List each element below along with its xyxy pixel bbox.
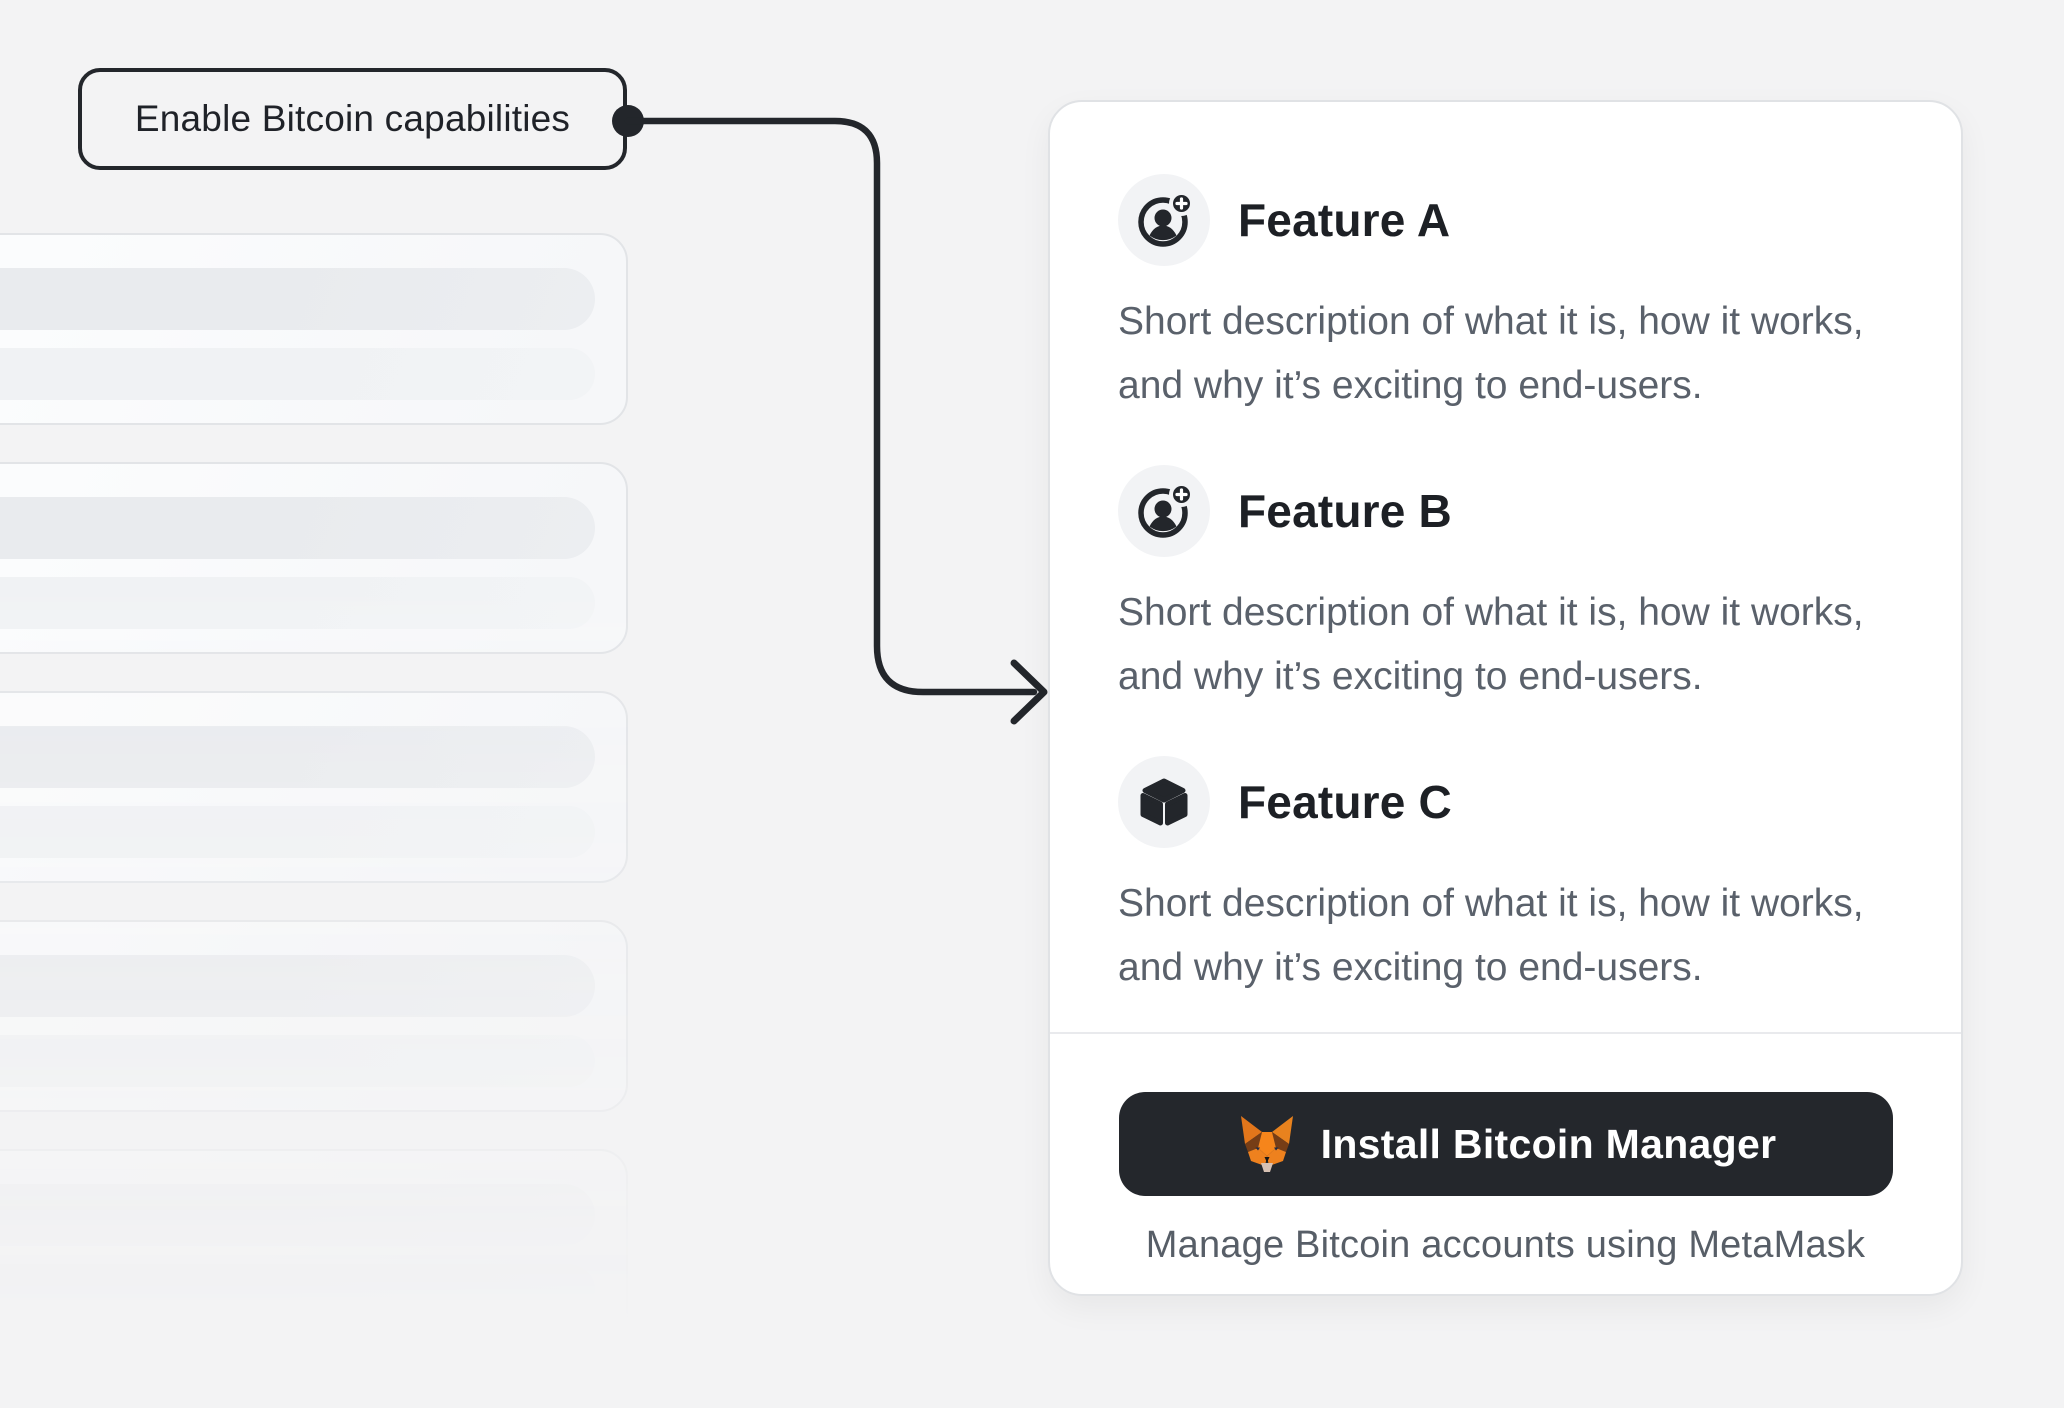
feature-title: Feature C (1238, 776, 1452, 828)
skeleton-line (0, 1264, 595, 1316)
feature-title: Feature B (1238, 485, 1452, 537)
cube-icon (1140, 778, 1188, 826)
skeleton-card (0, 462, 628, 654)
feature-card: Feature A Short description of what it i… (1048, 100, 1963, 1296)
skeleton-line (0, 1184, 595, 1246)
skeleton-card (0, 233, 628, 425)
skeleton-card (0, 920, 628, 1112)
feature-icon-badge (1118, 174, 1210, 266)
metamask-fox-icon (1240, 1116, 1293, 1172)
account-add-icon (1138, 482, 1193, 538)
footer-divider (1050, 1032, 1961, 1034)
feature-block-b: Feature B Short description of what it i… (1118, 465, 1893, 709)
feature-icon-badge (1118, 756, 1210, 848)
feature-icon-badge (1118, 465, 1210, 557)
feature-head: Feature A (1118, 174, 1893, 266)
feature-block-c: Feature C Short description of what it i… (1118, 756, 1893, 1000)
install-caption: Manage Bitcoin accounts using MetaMask (1145, 1224, 1866, 1266)
feature-block-a: Feature A Short description of what it i… (1118, 174, 1893, 418)
feature-description: Short description of what it is, how it … (1118, 300, 1864, 407)
feature-title: Feature A (1238, 194, 1451, 246)
skeleton-line (0, 268, 595, 330)
feature-head: Feature C (1118, 756, 1893, 848)
skeleton-line (0, 726, 595, 788)
install-bitcoin-manager-button[interactable]: Install Bitcoin Manager (1118, 1092, 1893, 1196)
feature-head: Feature B (1118, 465, 1893, 557)
feature-list: Feature A Short description of what it i… (1118, 174, 1893, 1047)
skeleton-line (0, 348, 595, 400)
skeleton-line (0, 1035, 595, 1087)
feature-description: Short description of what it is, how it … (1118, 882, 1864, 989)
account-add-icon (1138, 191, 1193, 247)
skeleton-card (0, 1149, 628, 1341)
skeleton-line (0, 806, 595, 858)
install-button-label: Install Bitcoin Manager (1320, 1120, 1777, 1167)
callout-box: Enable Bitcoin capabilities (78, 68, 627, 170)
skeleton-line (0, 577, 595, 629)
feature-description: Short description of what it is, how it … (1118, 591, 1864, 698)
skeleton-card (0, 691, 628, 883)
skeleton-line (0, 497, 595, 559)
skeleton-line (0, 955, 595, 1017)
callout-label: Enable Bitcoin capabilities (134, 98, 571, 139)
